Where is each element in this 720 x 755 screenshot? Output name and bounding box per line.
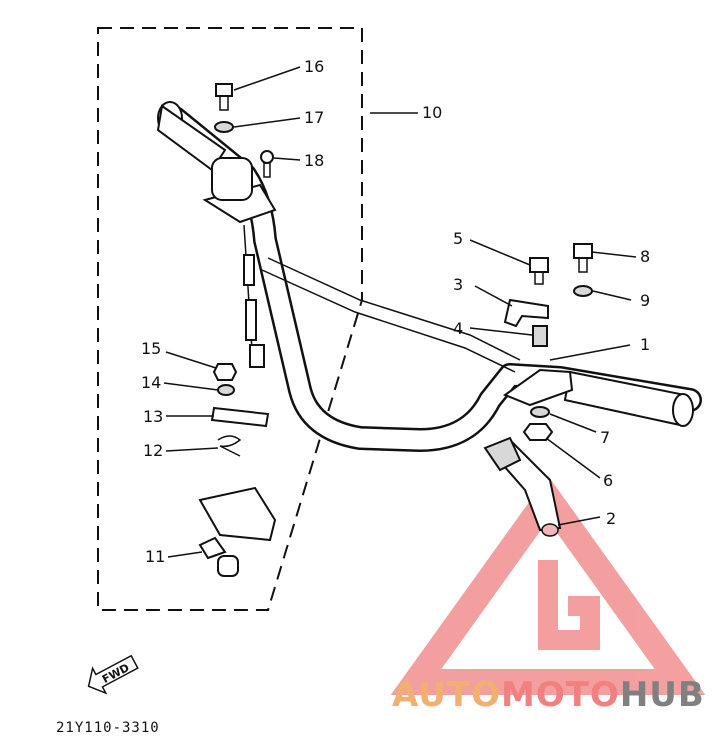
part-17-washer — [214, 121, 234, 133]
callout-4: 4 — [453, 319, 463, 338]
part-18-screw — [260, 150, 274, 178]
part-11-lever — [198, 536, 239, 577]
throttle-housing — [202, 157, 277, 368]
part-15-nut — [212, 363, 238, 381]
callout-16: 16 — [304, 57, 324, 76]
part-6-nut — [522, 423, 554, 441]
watermark-text: AUTOMOTOHUB — [392, 675, 705, 715]
watermark-hub: HUB — [620, 675, 705, 715]
part-code: 21Y110-3310 — [56, 720, 160, 736]
callout-11: 11 — [145, 547, 165, 566]
callout-5: 5 — [453, 229, 463, 248]
callout-1: 1 — [640, 335, 650, 354]
lever-tip — [541, 523, 559, 537]
fwd-arrow: FWD — [87, 654, 139, 695]
lever-bracket — [483, 368, 574, 532]
callout-8: 8 — [640, 247, 650, 266]
part-7-washer — [530, 406, 550, 418]
part-9-washer — [573, 285, 593, 297]
leader-lines — [163, 66, 637, 558]
part-12-spring — [217, 435, 242, 457]
part-14-washer — [217, 384, 235, 396]
callout-7: 7 — [600, 428, 610, 447]
callout-17: 17 — [304, 108, 324, 127]
watermark-logo — [390, 475, 706, 695]
part-16-bolt — [215, 83, 233, 111]
part-4-collar — [532, 325, 548, 347]
callout-18: 18 — [304, 151, 324, 170]
throttle-lever-housing — [198, 486, 277, 542]
callout-12: 12 — [143, 441, 163, 460]
part-13-plate — [210, 406, 270, 428]
right-grip — [563, 370, 694, 427]
part-5-bolt — [529, 257, 549, 285]
callout-6: 6 — [603, 471, 613, 490]
callout-2: 2 — [606, 509, 616, 528]
callout-10: 10 — [422, 103, 442, 122]
assembly-boundary — [97, 27, 363, 611]
callout-14: 14 — [141, 373, 161, 392]
callout-13: 13 — [143, 407, 163, 426]
callout-9: 9 — [640, 291, 650, 310]
part-3-clamp — [503, 298, 549, 328]
callout-3: 3 — [453, 275, 463, 294]
part-8-bolt — [573, 243, 593, 273]
watermark-auto: AUTO — [392, 675, 501, 715]
callout-15: 15 — [141, 339, 161, 358]
watermark-moto: MOTO — [501, 675, 620, 715]
